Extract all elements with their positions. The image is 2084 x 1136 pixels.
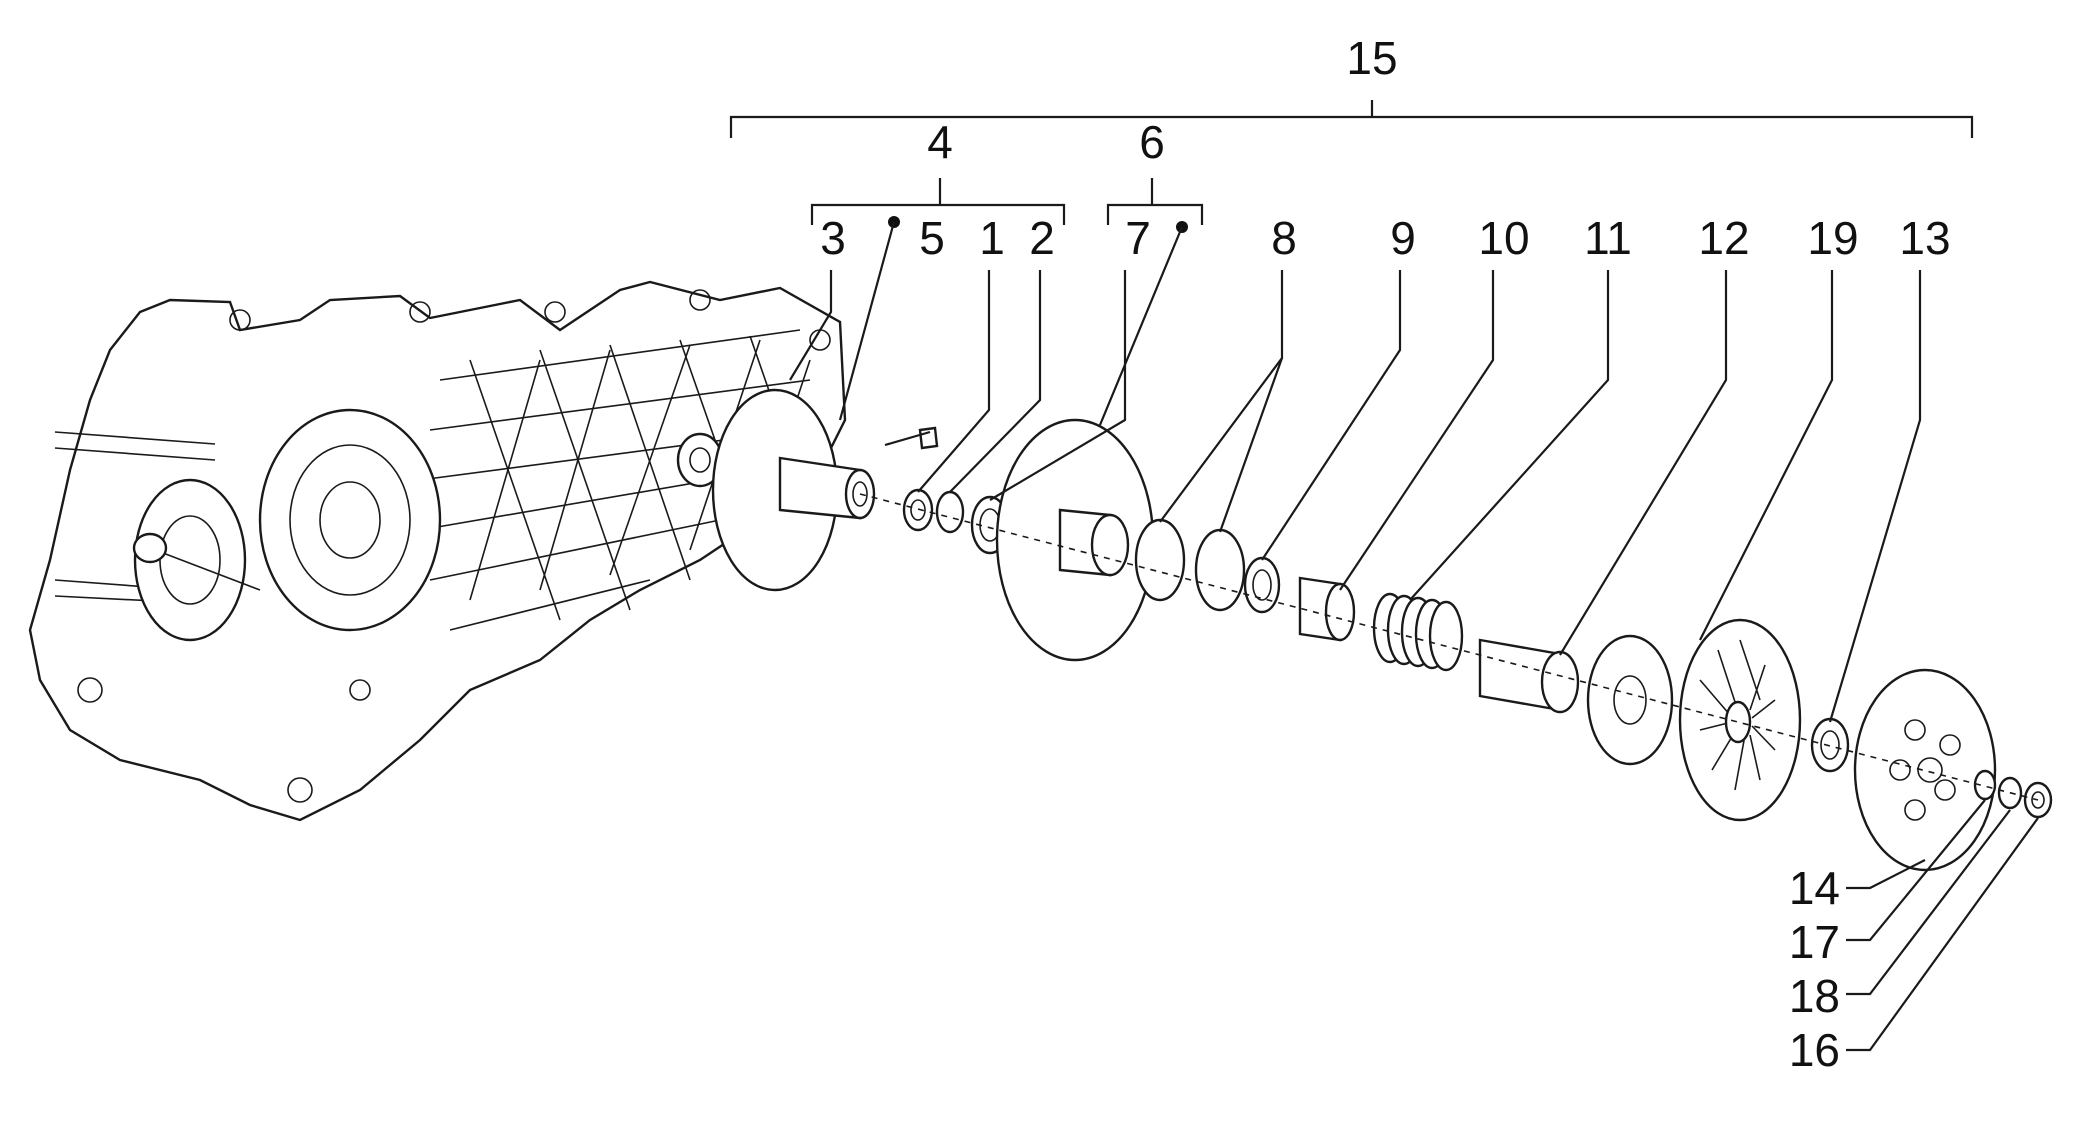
callout-3: 3	[820, 212, 846, 264]
callout-brackets	[729, 100, 1974, 233]
callout-1: 1	[979, 212, 1005, 264]
crankcase-illustration	[28, 280, 847, 822]
exploded-parts	[711, 388, 2053, 872]
callout-5: 5	[919, 212, 945, 264]
part-13-bush	[1810, 717, 1850, 773]
part-11-spring	[1372, 592, 1464, 672]
part-19-clutch	[1586, 634, 1674, 766]
part-14-clutch-bell	[1853, 668, 1997, 872]
leader-lines	[789, 221, 2039, 1052]
callout-2: 2	[1029, 212, 1055, 264]
callout-19: 19	[1807, 212, 1858, 264]
callout-16: 16	[1789, 1024, 1840, 1076]
callout-17: 17	[1789, 916, 1840, 968]
callout-15: 15	[1346, 32, 1397, 84]
callout-18: 18	[1789, 970, 1840, 1022]
part-1-bearing	[902, 488, 934, 532]
callout-4: 4	[927, 116, 953, 168]
callout-6: 6	[1139, 116, 1165, 168]
callout-13: 13	[1899, 212, 1950, 264]
part-9-bush	[1243, 556, 1281, 614]
part-5-bolt	[918, 426, 939, 450]
part-2-ring	[935, 490, 965, 534]
callout-10: 10	[1478, 212, 1529, 264]
callout-numbers: 15 4 6 3 5 1 2 7 8 9 10 11 12 19 13 14 1…	[820, 32, 1950, 1076]
part-17-washer	[1973, 769, 1997, 801]
callout-11: 11	[1584, 212, 1632, 264]
part-8-oring-a	[1134, 518, 1186, 602]
callout-12: 12	[1698, 212, 1749, 264]
callout-7: 7	[1125, 212, 1151, 264]
callout-9: 9	[1390, 212, 1416, 264]
callout-14: 14	[1789, 862, 1840, 914]
callout-8: 8	[1271, 212, 1297, 264]
part-8-oring-b	[1194, 528, 1246, 612]
